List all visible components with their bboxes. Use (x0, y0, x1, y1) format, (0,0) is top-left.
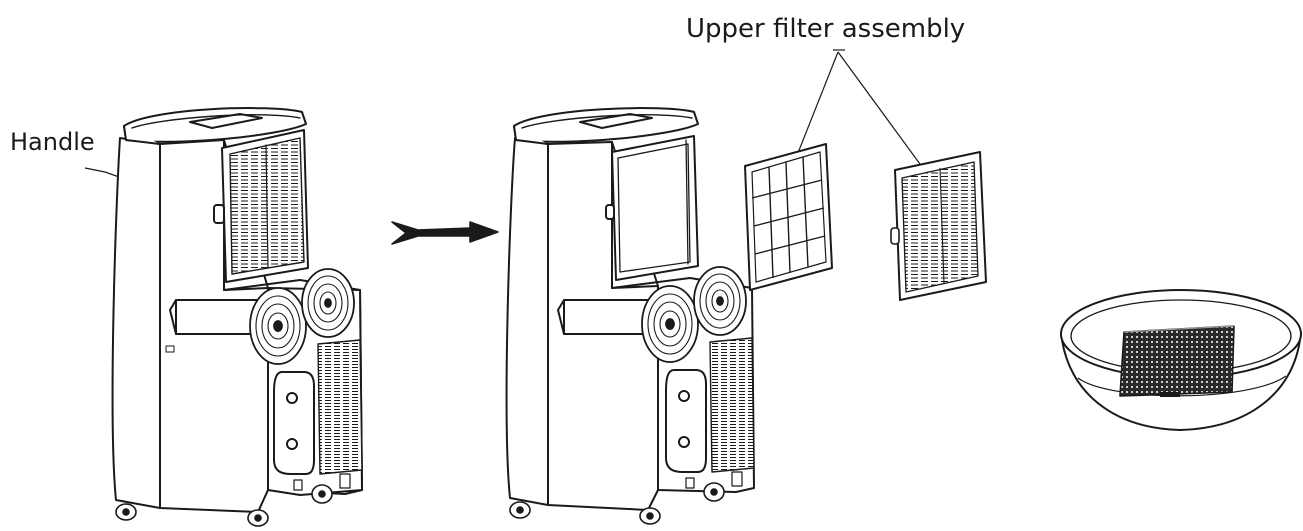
upper-filter-assembly-label: Upper filter assembly (686, 14, 966, 44)
process-arrow (391, 221, 499, 245)
handle-label: Handle (10, 128, 95, 156)
air-conditioner-with-filter (111, 107, 363, 527)
fan-left (249, 287, 307, 365)
air-conditioner-filter-removed (505, 107, 755, 525)
fan-right-unit2 (693, 266, 747, 336)
upper-filter-mesh-panel (744, 143, 833, 291)
fan-left-unit2 (641, 285, 699, 363)
filter-soaking-in-basin (1060, 289, 1302, 431)
casters-unit2 (509, 482, 725, 525)
fan-right (301, 268, 355, 338)
casters-unit1 (115, 484, 333, 527)
upper-filter-frame-panel (890, 151, 987, 301)
upper-filter-leader-lines (791, 49, 929, 176)
